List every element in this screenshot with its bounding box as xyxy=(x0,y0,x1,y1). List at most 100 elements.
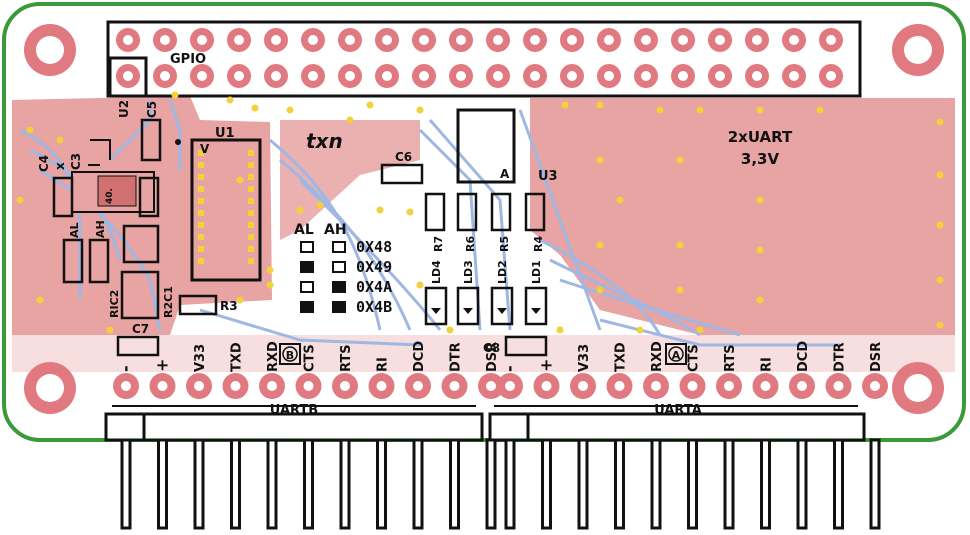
logo: txn xyxy=(306,129,343,153)
ah-small-label: AH xyxy=(94,220,107,238)
u1-pin xyxy=(198,246,204,252)
passive-components xyxy=(52,118,548,357)
u1-label: U1 xyxy=(215,126,235,141)
gpio-pad xyxy=(264,64,288,88)
uart-pad xyxy=(716,373,742,399)
via xyxy=(171,91,179,99)
via xyxy=(936,221,944,229)
via xyxy=(556,326,564,334)
u1-pin xyxy=(248,174,254,180)
header-pin xyxy=(485,438,497,530)
mounting-holes xyxy=(24,24,944,414)
u1-pin xyxy=(198,150,204,156)
address-jumpers xyxy=(300,241,346,313)
uart-pin-label: + xyxy=(153,359,172,372)
via xyxy=(416,281,424,289)
r4-label: R4 xyxy=(532,236,545,252)
gpio-pad xyxy=(153,64,177,88)
via xyxy=(56,136,64,144)
header-pin xyxy=(869,438,881,530)
header-pin xyxy=(230,438,241,530)
uart-a-badge-text: A xyxy=(672,349,681,362)
c3-label: C3 xyxy=(69,153,83,170)
gpio-pad xyxy=(560,28,584,52)
u1-pin xyxy=(248,222,254,228)
gpio-pad xyxy=(116,64,140,88)
u1-pin xyxy=(248,186,254,192)
board-title-line2: 3,3V xyxy=(741,150,780,168)
via xyxy=(756,296,764,304)
via xyxy=(936,321,944,329)
board-title-line1: 2xUART xyxy=(728,128,793,146)
via xyxy=(636,326,644,334)
gpio-pad xyxy=(449,64,473,88)
u2-chip xyxy=(71,139,155,213)
u1-pin xyxy=(198,198,204,204)
address-row-3: 0X4B xyxy=(356,298,392,316)
header-pin xyxy=(449,438,460,530)
gpio-pin1-marker xyxy=(108,56,148,98)
via xyxy=(36,296,44,304)
via xyxy=(106,326,114,334)
u1-pin-mark: V xyxy=(200,142,210,156)
uart-pad xyxy=(368,373,395,399)
via xyxy=(936,171,944,179)
r6-label: R6 xyxy=(464,236,477,252)
via xyxy=(376,206,384,214)
ld4-label: LD4 xyxy=(430,260,443,284)
traces xyxy=(19,99,840,347)
uart-pad xyxy=(752,373,779,399)
via xyxy=(416,106,424,114)
address-row-2: 0X4A xyxy=(356,278,392,296)
address-row-0: 0X48 xyxy=(356,238,392,256)
via xyxy=(236,296,244,304)
via xyxy=(756,196,764,204)
uart-pad xyxy=(149,373,176,399)
gpio-pad xyxy=(301,64,325,88)
via xyxy=(236,176,244,184)
x-mark: x xyxy=(53,162,67,170)
gpio-pad xyxy=(301,28,325,52)
u1-pin xyxy=(198,174,204,180)
uart-pad xyxy=(222,373,249,399)
u1-pin xyxy=(198,222,204,228)
al-small-label: AL xyxy=(68,222,81,238)
header-pin xyxy=(193,438,205,530)
uart-pin-label: DTR xyxy=(449,342,464,372)
gpio-pad xyxy=(560,64,584,88)
uart-pad xyxy=(570,373,596,399)
r2c1-label: R2C1 xyxy=(162,286,175,318)
u1-pin xyxy=(198,186,204,192)
via xyxy=(696,106,704,114)
logo-text: txn xyxy=(306,129,343,153)
uart-pin-label: V33 xyxy=(577,344,592,372)
uart-b-badge-text: B xyxy=(286,349,294,362)
uart-pad xyxy=(825,373,852,399)
mounting-hole-top-right xyxy=(892,24,944,76)
uart-pad xyxy=(606,373,633,399)
via xyxy=(26,126,34,134)
address-row-1: 0X49 xyxy=(356,258,392,276)
gpio-pad xyxy=(449,28,473,52)
uart-pin-label: CTS xyxy=(687,344,702,372)
u1-pin xyxy=(248,234,254,240)
uart-pad xyxy=(441,373,468,399)
header-pin xyxy=(577,438,589,530)
gpio-pad xyxy=(708,28,732,52)
u1-dot xyxy=(175,139,181,145)
u3-mark: A xyxy=(500,167,510,181)
header-pin xyxy=(339,438,351,530)
mounting-hole-top-left xyxy=(24,24,76,76)
uart-pad xyxy=(405,373,431,399)
uart-pin-label: + xyxy=(537,359,556,372)
led-markers xyxy=(431,308,541,314)
ld2-label: LD2 xyxy=(496,260,509,284)
header-pin xyxy=(723,438,735,530)
gpio-pad xyxy=(486,64,510,88)
address-header-ah: AH xyxy=(324,222,347,238)
uart-b-badge: B xyxy=(279,343,301,365)
uart-pad xyxy=(643,373,669,399)
mounting-hole-bottom-left xyxy=(24,362,76,414)
gpio-pad xyxy=(116,28,140,52)
